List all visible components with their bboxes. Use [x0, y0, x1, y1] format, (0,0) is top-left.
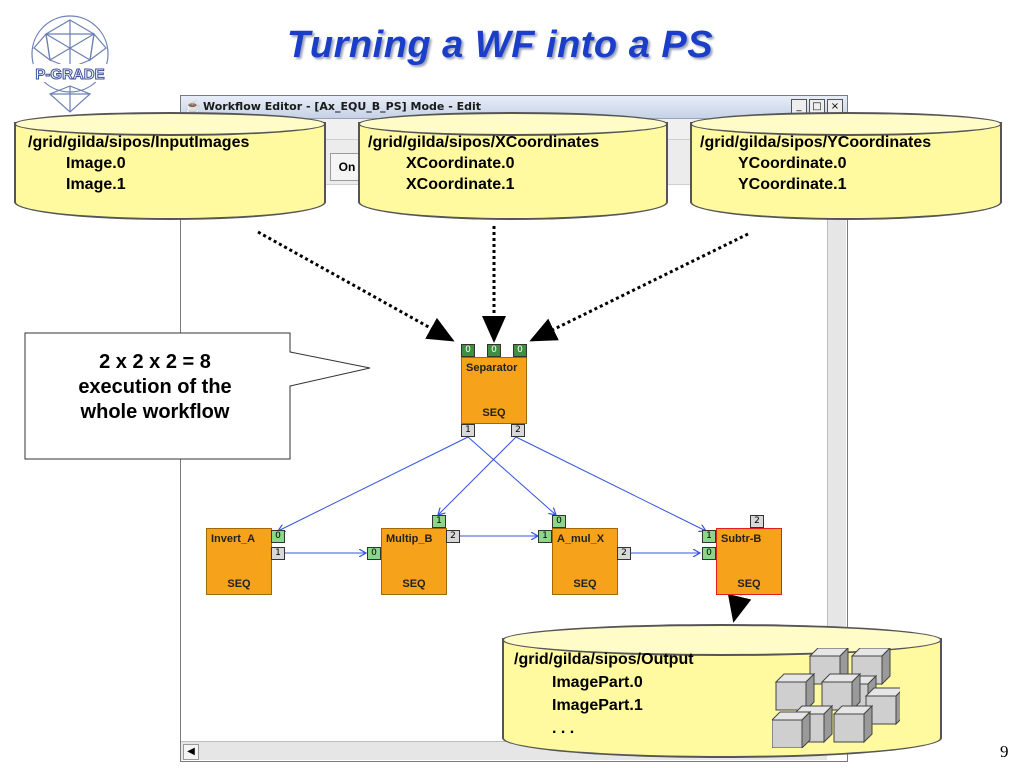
- output-port[interactable]: 2: [617, 547, 631, 560]
- callout-pointer: [290, 351, 371, 387]
- output-port[interactable]: 2: [446, 530, 460, 543]
- output-port[interactable]: 2: [511, 424, 525, 437]
- svg-text:P-GRADE: P-GRADE: [35, 66, 104, 83]
- input-path: /grid/gilda/sipos/XCoordinates: [368, 134, 600, 151]
- callout-line: 2 x 2 x 2 = 8: [99, 351, 211, 373]
- output-port[interactable]: 1: [271, 547, 285, 560]
- input-port[interactable]: 0: [513, 344, 527, 357]
- slide-title: Turning a WF into a PS: [286, 24, 714, 66]
- input-path: /grid/gilda/sipos/YCoordinates: [700, 134, 932, 151]
- job-a-mul-x[interactable]: A_mul_X SEQ: [552, 528, 618, 595]
- output-port[interactable]: 2: [750, 515, 764, 528]
- edge-sep1-invert: [278, 436, 469, 531]
- job-subtr-b[interactable]: Subtr-B SEQ: [716, 528, 782, 595]
- window-titlebar: ☕ Workflow Editor - [Ax_EQU_B_PS] Mode -…: [181, 96, 847, 119]
- execution-callout: [24, 332, 292, 460]
- dotted-arrow-ycoordinates: [529, 232, 749, 342]
- job-invert-a[interactable]: Invert_A SEQ: [206, 528, 272, 595]
- java-icon: ☕: [185, 99, 202, 114]
- vertical-scrollbar[interactable]: [827, 186, 846, 746]
- output-item: . . .: [552, 720, 575, 737]
- input-cylinder-images: /grid/gilda/sipos/InputImages Image.0 Im…: [14, 112, 326, 222]
- output-item: ImagePart.1: [552, 697, 643, 714]
- scroll-left-icon[interactable]: ◀: [183, 744, 199, 760]
- input-item: Image.1: [66, 176, 126, 193]
- job-name: A_mul_X: [557, 533, 605, 545]
- input-cylinder-xcoordinates: /grid/gilda/sipos/XCoordinates XCoordina…: [358, 112, 670, 222]
- callout-line: execution of the: [78, 376, 232, 398]
- job-name: Multip_B: [386, 533, 433, 545]
- job-type: SEQ: [402, 578, 426, 590]
- input-item: YCoordinate.0: [738, 155, 847, 172]
- input-port[interactable]: 1: [702, 530, 716, 543]
- job-separator[interactable]: Separator SEQ: [461, 357, 527, 424]
- dotted-arrow-output: [727, 527, 758, 623]
- edge-sep1-amulx: [467, 436, 556, 515]
- job-name: Separator: [466, 362, 518, 374]
- input-item: XCoordinate.0: [406, 155, 515, 172]
- input-port[interactable]: 1: [432, 515, 446, 528]
- job-name: Subtr-B: [721, 533, 762, 545]
- edge-sep2-multip: [438, 436, 517, 515]
- job-type: SEQ: [573, 578, 597, 590]
- job-type: SEQ: [482, 407, 506, 419]
- job-type: SEQ: [227, 578, 251, 590]
- input-port[interactable]: 0: [367, 547, 381, 560]
- input-port[interactable]: 1: [538, 530, 552, 543]
- input-port[interactable]: 0: [271, 530, 285, 543]
- callout-line: whole workflow: [80, 401, 230, 423]
- window-title: Workflow Editor - [Ax_EQU_B_PS] Mode - E…: [203, 100, 482, 113]
- callout-text: 2 x 2 x 2 = 8 execution of the whole wor…: [30, 350, 280, 425]
- input-item: XCoordinate.1: [406, 176, 515, 193]
- input-cylinder-ycoordinates: /grid/gilda/sipos/YCoordinates YCoordina…: [690, 112, 1002, 222]
- input-port[interactable]: 0: [702, 547, 716, 560]
- dotted-arrow-input-images: [257, 230, 455, 342]
- job-multip-b[interactable]: Multip_B SEQ: [381, 528, 447, 595]
- input-item: Image.0: [66, 155, 126, 172]
- page-number: 9: [1000, 742, 1009, 761]
- job-type: SEQ: [737, 578, 761, 590]
- edge-sep2-subtr: [515, 436, 706, 531]
- input-port[interactable]: 0: [461, 344, 475, 357]
- input-path: /grid/gilda/sipos/InputImages: [28, 134, 250, 151]
- output-port[interactable]: 1: [461, 424, 475, 437]
- input-port[interactable]: 0: [487, 344, 501, 357]
- output-item: ImagePart.0: [552, 674, 643, 691]
- output-path: /grid/gilda/sipos/Output: [514, 651, 694, 668]
- p-grade-logo: P-GRADE: [20, 15, 120, 113]
- cube-grid-icon: [772, 648, 900, 748]
- input-item: YCoordinate.1: [738, 176, 847, 193]
- input-port[interactable]: 0: [552, 515, 566, 528]
- job-name: Invert_A: [211, 533, 256, 545]
